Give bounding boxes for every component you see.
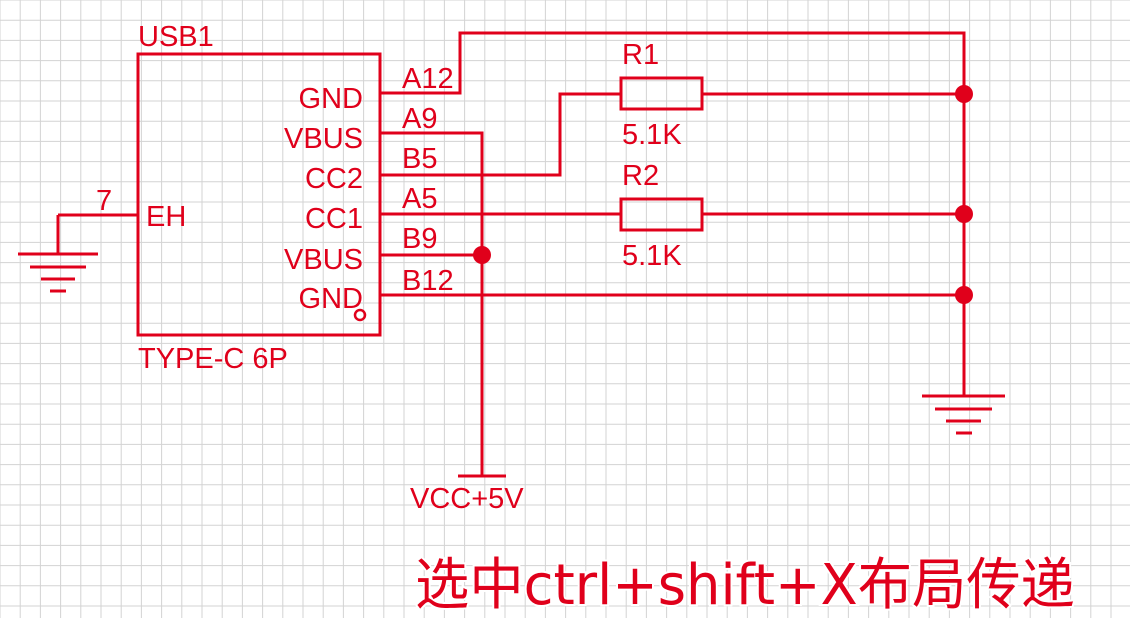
component-designator: USB1 [138,21,214,53]
pin-number-b9: B9 [402,223,437,255]
pin-number-b12: B12 [402,265,454,297]
pin-number-b5: B5 [402,143,437,175]
pin-b12-marker [353,308,367,322]
r2-value: 5.1K [622,240,682,272]
resistor-r1[interactable] [619,76,704,111]
r1-designator: R1 [622,39,659,71]
pin-name-vbus-b9: VBUS [284,244,363,276]
net-vbus[interactable] [380,131,484,476]
pin-name-vbus-a9: VBUS [284,123,363,155]
pin-name-cc1: CC1 [305,203,363,235]
junction-dot [955,286,973,304]
r1-value: 5.1K [622,119,682,151]
junction-dot [955,85,973,103]
pin-name-cc2: CC2 [305,163,363,195]
r2-designator: R2 [622,160,659,192]
net-cc2[interactable] [380,92,621,177]
pin-name-gnd-b12: GND [299,283,363,315]
pin-7-number: 7 [96,185,112,217]
pin-eh-name: EH [146,201,186,233]
junction-dot [955,205,973,223]
connector-body[interactable] [136,52,382,337]
vcc-label: VCC+5V [410,483,524,515]
pin-name-gnd-a12: GND [299,83,363,115]
junction-dot [473,246,491,264]
right-ground-symbol [922,394,1005,435]
component-value: TYPE-C 6P [138,343,288,375]
left-ground-symbol [18,252,98,293]
pin-number-a5: A5 [402,183,437,215]
pin-number-a12: A12 [402,63,454,95]
net-gnd-a12[interactable] [380,31,966,396]
caption-text: 选中ctrl+shift+X布局传递 [415,553,1075,618]
pin-number-a9: A9 [402,103,437,135]
resistor-r2[interactable] [619,197,704,232]
